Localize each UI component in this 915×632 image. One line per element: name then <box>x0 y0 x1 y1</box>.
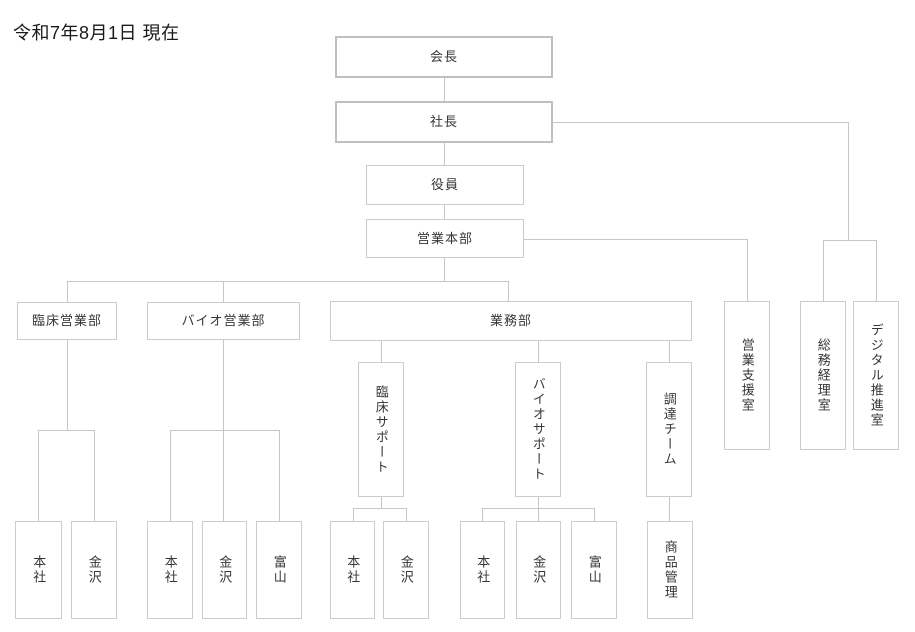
connector-line <box>353 508 354 521</box>
org-node-product-management: 商品管理 <box>647 521 693 619</box>
connector-line <box>669 497 670 521</box>
org-node-clinical-support-team: 臨床サポート <box>358 362 404 497</box>
org-node-bio-support-team: バイオサポート <box>515 362 561 497</box>
connector-line <box>279 430 280 521</box>
connector-line <box>553 122 848 123</box>
org-node-president: 社長 <box>335 101 553 143</box>
connector-line <box>594 508 595 521</box>
connector-line <box>381 341 382 362</box>
org-node-clinical-support-kanazawa: 金沢 <box>383 521 429 619</box>
connector-line <box>406 508 407 521</box>
connector-line <box>524 239 747 240</box>
org-node-bio-sales-honsha: 本社 <box>147 521 193 619</box>
connector-line <box>876 240 877 301</box>
org-node-bio-sales-toyama: 富山 <box>256 521 302 619</box>
as-of-date-label: 令和7年8月1日 現在 <box>13 23 180 43</box>
org-node-executives: 役員 <box>366 165 524 205</box>
connector-line <box>67 281 509 282</box>
org-node-clinical-sales-kanazawa: 金沢 <box>71 521 117 619</box>
org-node-operations-dept: 業務部 <box>330 301 692 341</box>
connector-line <box>482 508 483 521</box>
connector-line <box>381 497 382 508</box>
connector-line <box>538 341 539 362</box>
org-node-sales-headquarters: 営業本部 <box>366 219 524 258</box>
org-node-clinical-support-honsha: 本社 <box>330 521 375 619</box>
connector-line <box>67 281 68 302</box>
connector-line <box>444 78 445 101</box>
connector-line <box>444 143 445 165</box>
org-node-bio-support-kanazawa: 金沢 <box>516 521 561 619</box>
connector-line <box>444 258 445 281</box>
connector-line <box>223 281 224 302</box>
connector-line <box>823 240 824 301</box>
connector-line <box>38 430 39 521</box>
org-node-clinical-sales-honsha: 本社 <box>15 521 62 619</box>
org-node-procurement-team: 調達チーム <box>646 362 692 497</box>
org-node-bio-sales-dept: バイオ営業部 <box>147 302 300 340</box>
org-node-bio-sales-kanazawa: 金沢 <box>202 521 247 619</box>
connector-line <box>508 281 509 301</box>
org-node-bio-support-toyama: 富山 <box>571 521 617 619</box>
org-node-clinical-sales-dept: 臨床営業部 <box>17 302 117 340</box>
connector-line <box>669 341 670 362</box>
org-node-digital-promotion-office: デジタル推進室 <box>853 301 899 450</box>
org-node-bio-support-honsha: 本社 <box>460 521 505 619</box>
connector-line <box>38 430 94 431</box>
connector-line <box>823 240 877 241</box>
connector-line <box>848 122 849 240</box>
connector-line <box>170 430 171 521</box>
org-node-sales-support-office: 営業支援室 <box>724 301 770 450</box>
connector-line <box>538 497 539 521</box>
connector-line <box>444 205 445 219</box>
connector-line <box>747 239 748 301</box>
org-node-general-affairs-accounting-office: 総務経理室 <box>800 301 846 450</box>
connector-line <box>170 430 279 431</box>
connector-line <box>67 340 68 430</box>
connector-line <box>482 508 594 509</box>
org-node-chairman: 会長 <box>335 36 553 78</box>
connector-line <box>353 508 406 509</box>
connector-line <box>94 430 95 521</box>
